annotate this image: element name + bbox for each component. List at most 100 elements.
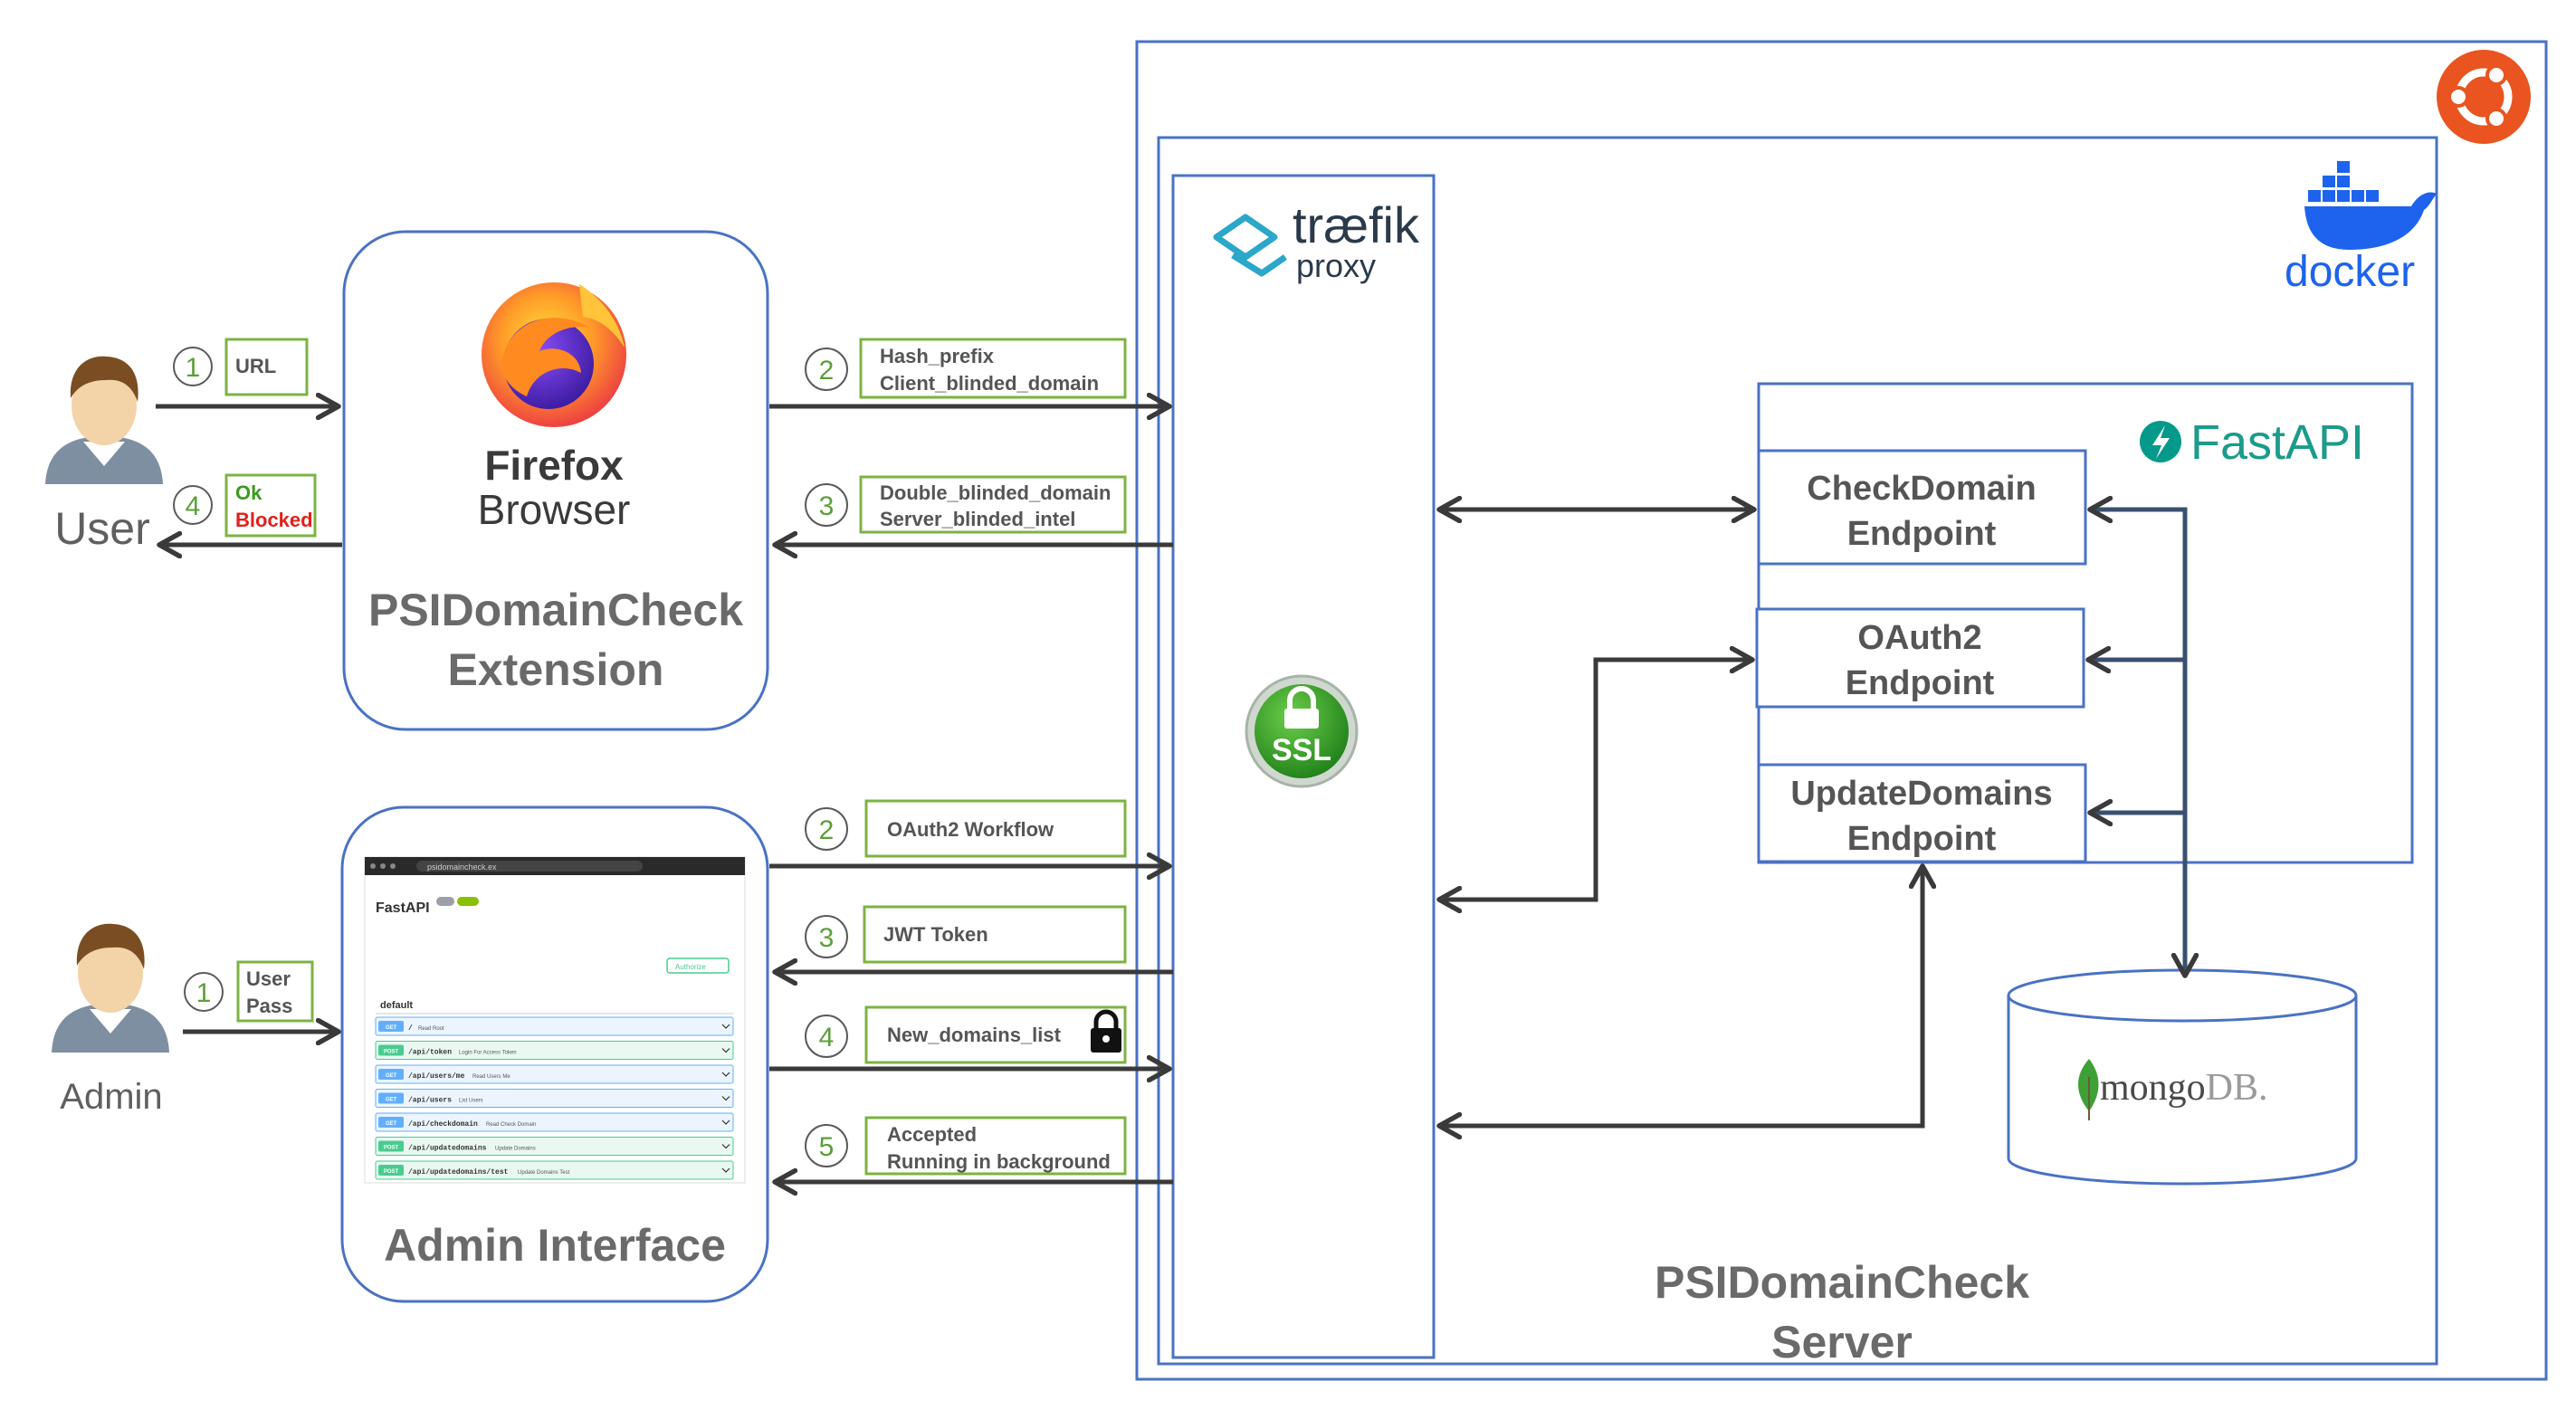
admin-step4-box (864, 1005, 1127, 1064)
ext-step2-badge (805, 348, 848, 391)
docker-whale-icon (2304, 161, 2437, 250)
traefik-proxy-text: proxy (1296, 247, 1376, 284)
updatedomains-endpoint-sub: Endpoint (1847, 820, 1997, 858)
user-step1-badge (173, 347, 213, 386)
checkdomain-endpoint-label: CheckDomain (1807, 470, 2036, 508)
admin-step4-label: New_domains_list (887, 1024, 1062, 1046)
mini-route-chevron-icon (721, 1048, 730, 1053)
user-step1-number: 1 (186, 353, 201, 383)
ext-step2-box (859, 338, 1127, 399)
traefik-logo-icon (1213, 214, 1287, 277)
admin-step2-label: OAuth2 Workflow (887, 818, 1054, 841)
mini-route-summary: Login For Access Token (459, 1051, 517, 1056)
mini-route-method: POST (384, 1169, 399, 1175)
ssl-label: SSL (1272, 733, 1331, 767)
mongodb-leaf-icon (2078, 1059, 2099, 1120)
browser-word: Browser (478, 486, 631, 533)
admin-avatar-icon (52, 923, 169, 1053)
admin-step1-box (236, 960, 314, 1023)
mini-route-path: /api/users (408, 1097, 452, 1105)
mini-url: psidomaincheck.ex (427, 862, 497, 872)
admin-step5-line2: Running in background (887, 1150, 1111, 1173)
admin-step4-number: 4 (819, 1023, 835, 1053)
mini-route-row: POST/api/token Login For Access Token (375, 1041, 734, 1060)
admin-step5-box (864, 1116, 1127, 1176)
admin-step5-badge (805, 1124, 848, 1167)
admin-step3-badge (805, 915, 848, 958)
admin-step1-line1: User (246, 967, 291, 990)
updatedomains-endpoint-label: UpdateDomains (1790, 775, 2052, 813)
user-step4-number: 4 (186, 491, 201, 521)
ext-step2-line2: Client_blinded_domain (880, 372, 1099, 395)
mini-route-path: /api/checkdomain (408, 1120, 478, 1129)
mini-route-method: POST (384, 1146, 399, 1151)
admin-step5-number: 5 (819, 1132, 835, 1162)
mongodb-cylinder (2007, 968, 2358, 1186)
user-step4-box (224, 473, 317, 538)
extension-title-line2: Extension (448, 644, 664, 695)
mini-route-chevron-icon (721, 1167, 730, 1173)
ext-step2-line1: Hash_prefix (880, 345, 995, 367)
firefox-word: Firefox (484, 442, 624, 489)
docker-logo-text: docker (2285, 248, 2415, 296)
server-title-line1: PSIDomainCheck (1655, 1257, 2029, 1308)
arrow-proxy-updatedomains (1439, 866, 1922, 1126)
mini-route-chevron-icon (721, 1144, 730, 1149)
admin-step3-number: 3 (819, 923, 835, 953)
traefik-proxy-frame (1171, 174, 1436, 1359)
ubuntu-host-frame (1135, 40, 2548, 1381)
admin-step5-line1: Accepted (887, 1123, 977, 1146)
mini-route-row: POST/api/updatedomains Update Domains (375, 1137, 734, 1156)
admin-step1-line2: Pass (246, 995, 292, 1017)
admin-step3-box (863, 905, 1127, 964)
extension-title-line1: PSIDomainCheck (368, 585, 743, 635)
mini-route-path: / (408, 1024, 413, 1033)
user-step4-badge (173, 485, 213, 525)
ext-step3-box (859, 475, 1127, 534)
mini-route-summary: Update Domains Test (518, 1170, 570, 1176)
mini-app-name: FastAPI (376, 900, 430, 916)
oauth2-endpoint-box (1755, 607, 2085, 709)
oauth2-endpoint-sub: Endpoint (1846, 664, 1995, 702)
mini-route-path: /api/updatedomains (408, 1145, 487, 1153)
mini-route-summary: Read Check Domain (486, 1122, 536, 1128)
admin-step1-badge (184, 972, 224, 1012)
user-step4-blocked: Blocked (235, 509, 313, 531)
docker-frame (1157, 136, 2438, 1366)
user-step1-label: URL (235, 355, 276, 377)
admin-step3-label: JWT Token (883, 923, 988, 946)
mini-route-chevron-icon (721, 1096, 730, 1101)
ext-step3-line2: Server_blinded_intel (880, 508, 1075, 530)
mini-authorize-button: Authorize (675, 963, 706, 971)
admin-step2-number: 2 (819, 815, 835, 845)
admin-label: Admin (60, 1077, 162, 1117)
mini-route-summary: Read Users Me (472, 1074, 510, 1080)
user-step4-ok: Ok (235, 481, 262, 504)
mini-route-path: /api/token (408, 1049, 452, 1057)
mini-route-row: POST/api/updatedomains/test Update Domain… (375, 1160, 734, 1180)
user-step1-box (224, 338, 309, 396)
traefik-logo-text: træfik (1293, 196, 1420, 253)
checkdomain-endpoint-sub: Endpoint (1847, 515, 1997, 553)
admin-step4-badge (805, 1015, 848, 1058)
mongodb-logo-part2: DB (2206, 1067, 2258, 1109)
mongodb-logo-suffix: . (2258, 1067, 2268, 1109)
mini-route-method: GET (386, 1025, 397, 1031)
arrow-proxy-oauth2 (1439, 660, 1752, 900)
mini-section-title: default (380, 1000, 413, 1011)
mini-route-summary: Update Domains (495, 1147, 536, 1152)
fastapi-bolt-icon (2140, 421, 2181, 462)
firefox-logo-icon (482, 282, 626, 427)
mongodb-logo-part1: mongo (2100, 1067, 2206, 1109)
mini-route-method: POST (384, 1050, 399, 1055)
ext-step3-number: 3 (819, 491, 835, 521)
mini-route-path: /api/updatedomains/test (408, 1168, 509, 1177)
admin-step2-box (864, 799, 1127, 858)
mini-route-path: /api/users/me (408, 1072, 465, 1081)
ext-step3-badge (805, 483, 848, 527)
